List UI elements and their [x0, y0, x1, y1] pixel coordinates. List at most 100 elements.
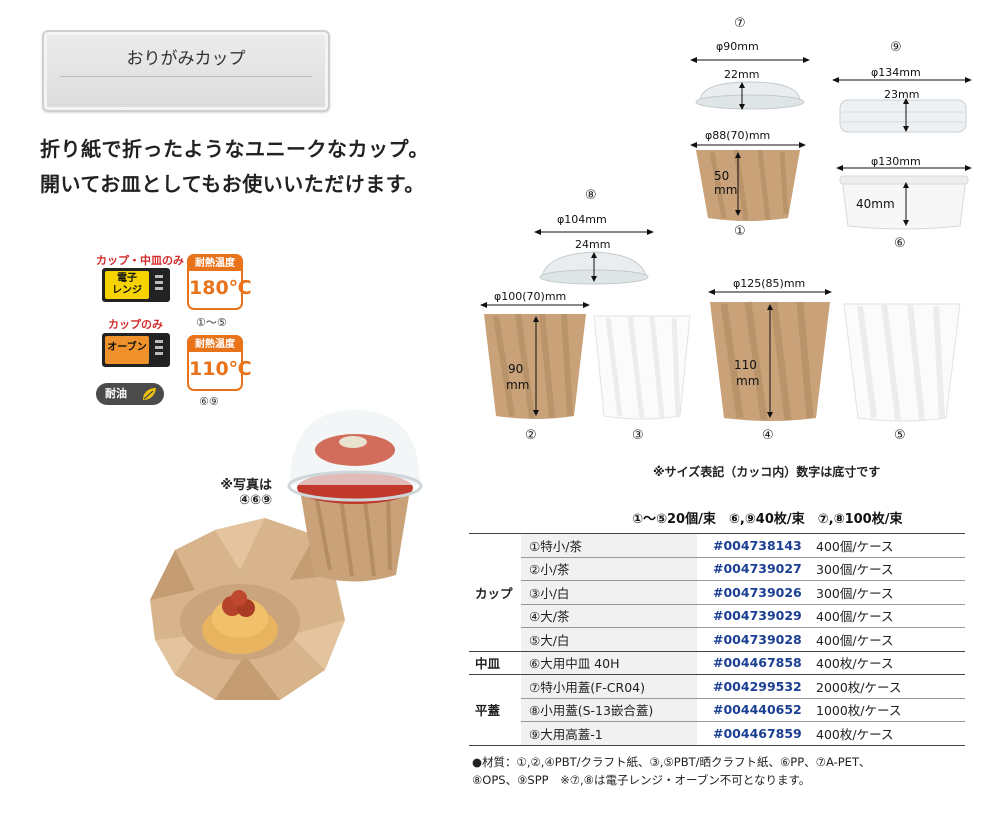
product-qty: 400枚/ケース	[810, 651, 965, 675]
dim-height-6: 40mm	[856, 197, 895, 211]
product-name: ④大/茶	[521, 604, 697, 628]
dim-height-4b: mm	[736, 374, 760, 388]
table-row: ⑨大用高蓋-1 #004467859 400枚/ケース	[469, 721, 965, 746]
lead-line-2: 開いてお皿としてもお使いいただけます。	[40, 172, 425, 196]
product-name: ⑤大/白	[521, 627, 697, 652]
dim-height-4a: 110	[734, 358, 757, 372]
dim-diameter-4: φ125(85)mm	[733, 277, 806, 290]
product-qty: 400個/ケース	[810, 533, 965, 558]
dim-height-2b: mm	[506, 378, 530, 392]
heat-value-110: 110℃	[189, 358, 252, 380]
product-code: #004440652	[697, 698, 810, 722]
cup-1-drawing	[690, 142, 806, 221]
plate-6-drawing	[836, 165, 972, 230]
item-number-3: ③	[632, 428, 644, 443]
product-name: ⑥大用中皿 40H	[521, 651, 697, 675]
oven-label: オーブン	[105, 336, 149, 364]
category-plate: 中皿	[469, 651, 521, 675]
product-qty: 300個/ケース	[810, 557, 965, 581]
item-number-8: ⑧	[585, 188, 597, 203]
table-row: ③小/白 #004739026 300個/ケース	[469, 580, 965, 605]
photo-note: ※写真は ④⑥⑨	[206, 474, 272, 508]
dim-diameter-9: φ134mm	[871, 66, 921, 79]
item-number-4: ④	[762, 428, 774, 443]
product-photo	[150, 410, 423, 700]
item-number-2: ②	[525, 428, 537, 443]
photo-note-1: ※写真は	[220, 478, 272, 493]
product-code: #004467858	[697, 651, 810, 675]
microwave-knobs-icon	[154, 275, 164, 295]
title-underline	[60, 76, 312, 77]
heat-value-180: 180℃	[189, 277, 252, 299]
product-table: カップ ①特小/茶 #004738143 400個/ケース ②小/茶 #0047…	[469, 533, 965, 746]
product-name: ⑨大用高蓋-1	[521, 721, 697, 746]
leaf-icon	[143, 388, 156, 400]
product-name: ②小/茶	[521, 557, 697, 581]
product-qty: 400個/ケース	[810, 604, 965, 628]
dim-diameter-6: φ130mm	[871, 155, 921, 168]
table-row: カップ ①特小/茶 #004738143 400個/ケース	[469, 533, 965, 652]
heat-label-1: 耐熱温度	[189, 256, 241, 271]
dim-height-9: 23mm	[884, 88, 920, 101]
photo-note-2: ④⑥⑨	[238, 493, 272, 508]
category-lid: 平蓋	[469, 674, 521, 746]
table-row: ⑤大/白 #004739028 400個/ケース	[469, 627, 965, 652]
product-code: #004739026	[697, 580, 810, 605]
spaghetti	[202, 590, 278, 654]
oil-label: 耐油	[105, 387, 127, 400]
item-number-5: ⑤	[894, 428, 906, 443]
table-row: ④大/茶 #004739029 400個/ケース	[469, 604, 965, 628]
cup-3-drawing	[593, 315, 691, 420]
item-number-7: ⑦	[734, 16, 746, 31]
category-cup: カップ	[469, 533, 521, 652]
dim-diameter-8: φ104mm	[557, 213, 607, 226]
heat-range-2: ⑥⑨	[199, 395, 219, 408]
oil-resistant-badge: 耐油	[96, 383, 164, 405]
lid-9-drawing	[832, 77, 972, 133]
cup-with-lid	[287, 410, 423, 582]
heat-label-2: 耐熱温度	[189, 337, 241, 352]
microwave-badge: 電子 レンジ	[102, 268, 170, 302]
product-qty: 400個/ケース	[810, 627, 965, 652]
product-qty: 300個/ケース	[810, 580, 965, 605]
table-row: 中皿 ⑥大用中皿 40H #004467858 400枚/ケース	[469, 651, 965, 675]
dim-height-8: 24mm	[575, 238, 611, 251]
product-code: #004739028	[697, 627, 810, 652]
material-note-2: ⑧OPS、⑨SPP ※⑦,⑧は電子レンジ・オーブン不可となります。	[472, 773, 811, 787]
lid-8-drawing	[534, 229, 654, 285]
dim-height-2a: 90	[508, 362, 524, 376]
product-code: #004299532	[697, 674, 810, 699]
item-number-6: ⑥	[894, 236, 906, 251]
heat-resistance-badge-180: 耐熱温度 180℃	[187, 254, 252, 310]
product-code: #004739029	[697, 604, 810, 628]
dim-diameter-2: φ100(70)mm	[494, 290, 567, 303]
heat-range-1: ①～⑤	[196, 316, 227, 329]
dim-height-7: 22mm	[724, 68, 760, 81]
product-code: #004467859	[697, 721, 810, 746]
product-name: ⑦特小用蓋(F-CR04)	[521, 674, 697, 699]
cup-5-drawing	[843, 303, 961, 422]
product-qty: 400枚/ケース	[810, 721, 965, 746]
dim-diameter-7: φ90mm	[716, 40, 759, 53]
dim-height-1: 50 mm	[714, 169, 738, 197]
oven-knobs-icon	[154, 340, 164, 360]
item-number-1: ①	[734, 224, 746, 239]
item-number-9: ⑨	[890, 40, 902, 55]
product-name: ③小/白	[521, 580, 697, 605]
oven-badge: オーブン	[102, 333, 170, 367]
product-name: ①特小/茶	[521, 533, 697, 558]
table-row: ②小/茶 #004739027 300個/ケース	[469, 557, 965, 581]
table-row: 平蓋 ⑦特小用蓋(F-CR04) #004299532 2000枚/ケース	[469, 674, 965, 746]
size-note: ※サイズ表記（カッコ内）数字は底寸です	[653, 465, 881, 479]
material-note-1: ●材質：①,②,④PBT/クラフト紙、③,⑤PBT/晒クラフト紙、⑥PP、⑦A-…	[472, 755, 871, 769]
dim-diameter-1: φ88(70)mm	[705, 129, 771, 142]
microwave-label-2: レンジ	[112, 285, 142, 296]
lead-line-1: 折り紙で折ったようなユニークなカップ。	[40, 137, 429, 161]
heat-resistance-badge-110: 耐熱温度 110℃	[187, 335, 252, 391]
product-qty: 1000枚/ケース	[810, 698, 965, 722]
cup-plate-only-label: カップ・中皿のみ	[96, 254, 184, 267]
lid-7-drawing	[690, 57, 810, 110]
microwave-label-1: 電子	[117, 273, 137, 284]
cup-only-label: カップのみ	[108, 318, 163, 331]
table-row: ⑧小用蓋(S-13嵌合蓋) #004440652 1000枚/ケース	[469, 698, 965, 722]
